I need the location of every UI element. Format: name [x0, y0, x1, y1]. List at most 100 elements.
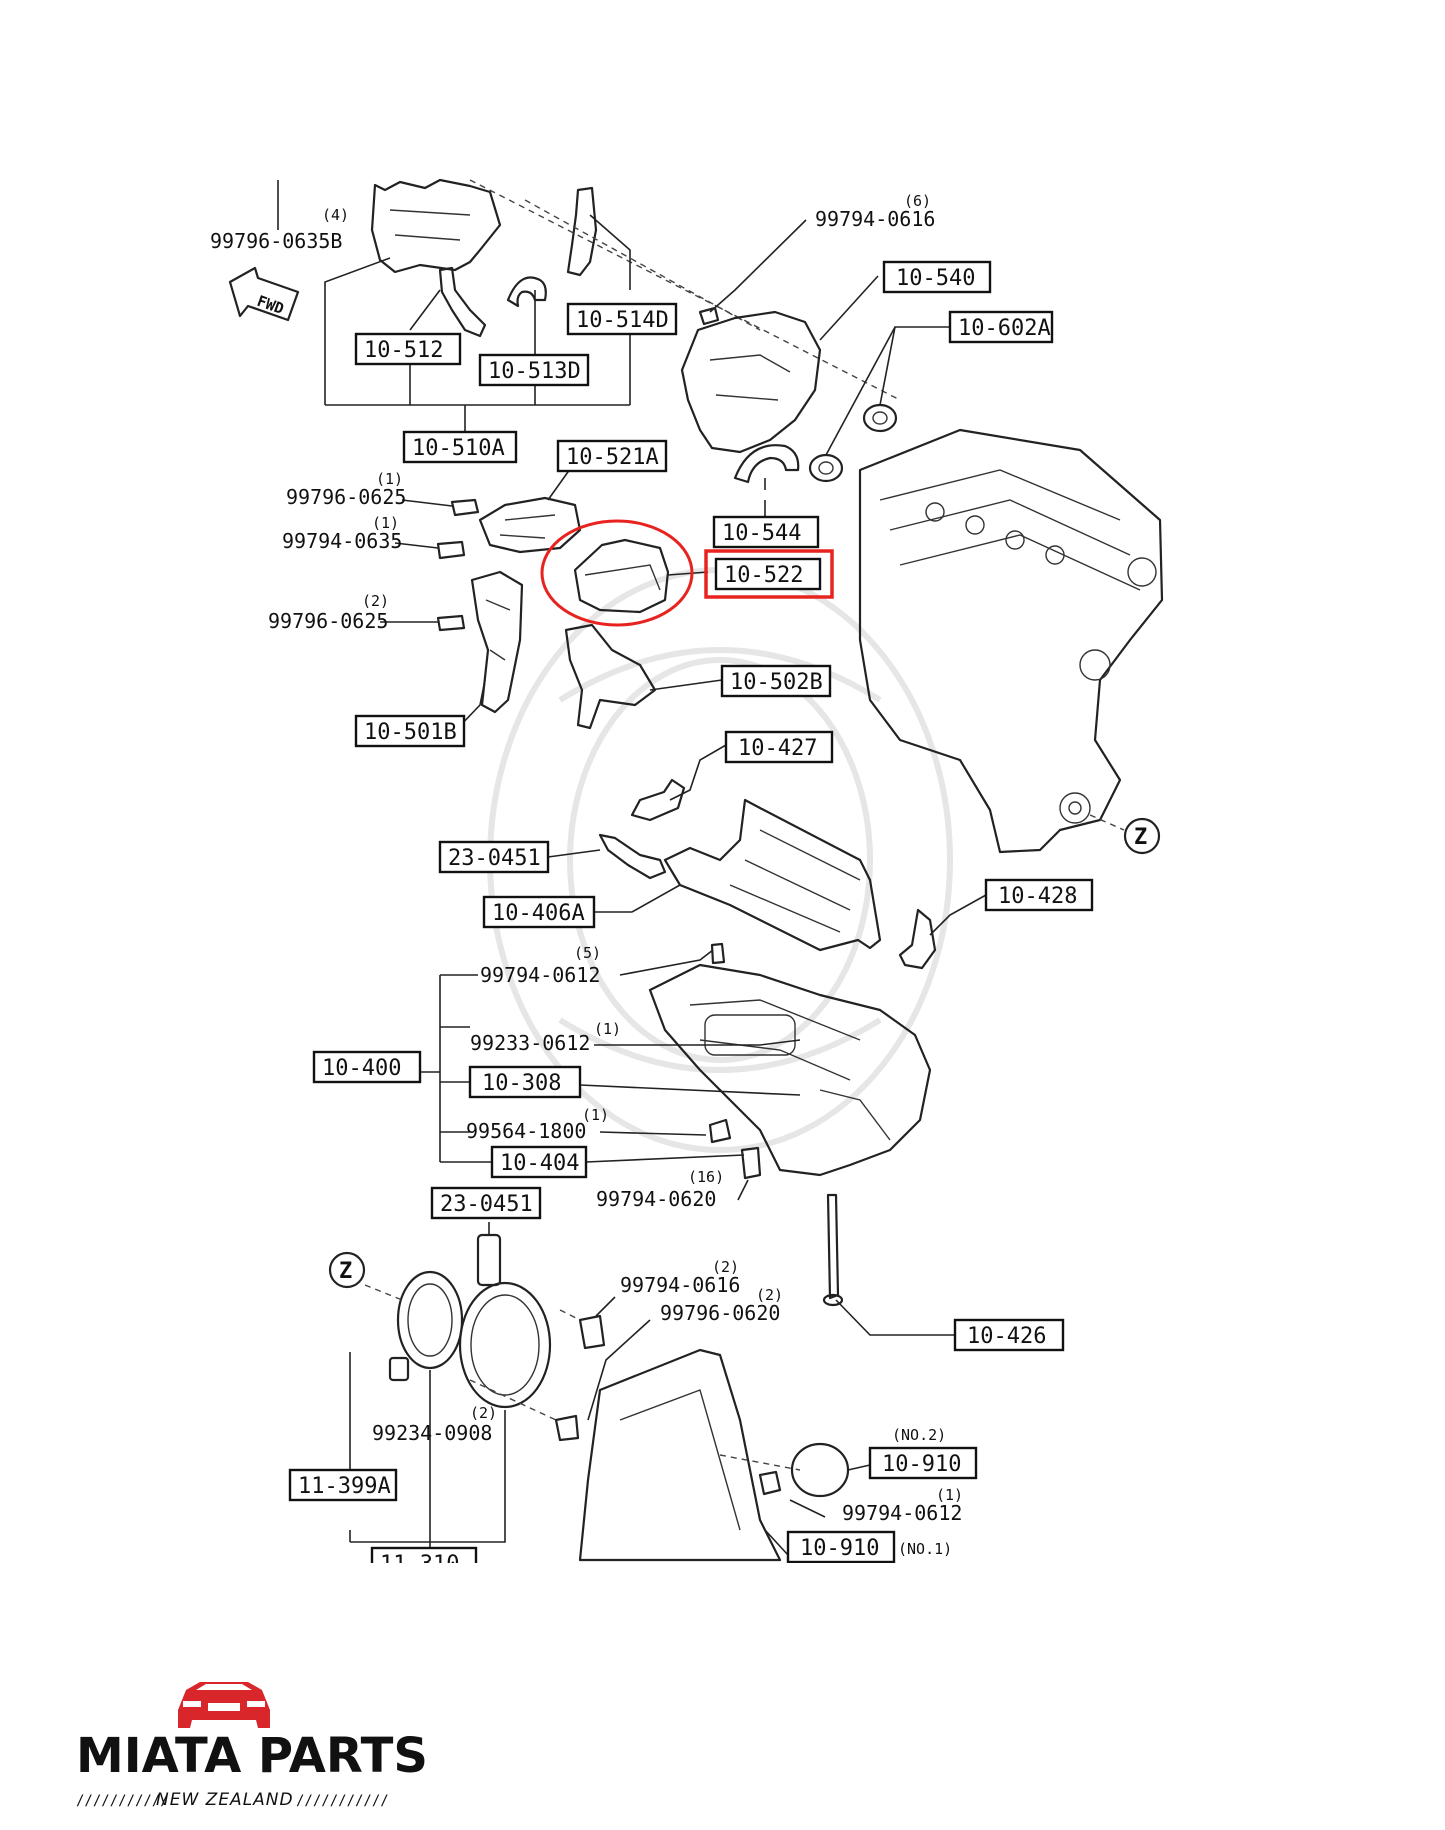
fwd-arrow: FWD	[228, 266, 300, 322]
brand-title: MIATA PARTS	[76, 1728, 428, 1784]
label-10-427: 10-427	[738, 736, 817, 761]
note-10-910-no2: (NO.2)	[892, 1426, 946, 1444]
qty-99794-0612-b: (1)	[936, 1486, 963, 1504]
qty-99233-0612: (1)	[594, 1020, 621, 1038]
label-10-544: 10-544	[722, 521, 801, 546]
seal-10-513d	[506, 276, 547, 308]
box-10-513d[interactable]: 10-513D	[478, 353, 590, 387]
cover-10-521a	[478, 496, 582, 554]
qty-99794-0635: (1)	[372, 514, 399, 532]
label-10-910-no1: 10-910	[800, 1536, 879, 1561]
svg-text:Z: Z	[339, 1259, 352, 1284]
label-10-426: 10-426	[967, 1324, 1046, 1349]
part-99233-0612[interactable]: 99233-0612	[470, 1031, 590, 1055]
label-10-400: 10-400	[322, 1056, 401, 1081]
part-99794-0612-a[interactable]: 99794-0612	[480, 963, 600, 987]
part-99234-0908[interactable]: 99234-0908	[372, 1421, 492, 1445]
part-99796-0625-b[interactable]: 99796-0625	[268, 609, 388, 633]
svg-text:Z: Z	[1134, 825, 1147, 850]
oil-seal-10-602a-2	[808, 453, 844, 483]
part-99796-0635b[interactable]: 99796-0635B	[210, 229, 342, 253]
cover-plate-10-910-no2	[790, 1442, 850, 1498]
part-99794-0616-b[interactable]: 99794-0616	[620, 1273, 740, 1297]
bolt-10-426	[826, 1193, 840, 1300]
z-marker-bottom: Z	[328, 1251, 366, 1289]
box-10-910-no1[interactable]: 10-910	[786, 1530, 896, 1564]
qty-99794-0620: (16)	[688, 1168, 724, 1186]
oil-pan-10-400	[648, 963, 932, 1177]
qty-99796-0635b: (4)	[322, 206, 349, 224]
box-10-540[interactable]: 10-540	[882, 260, 992, 294]
diagram-bottom-mask	[270, 1563, 1010, 1623]
label-23-0451-b: 23-0451	[440, 1192, 533, 1217]
box-10-308[interactable]: 10-308	[468, 1065, 582, 1099]
engine-block	[858, 428, 1164, 854]
label-10-501b: 10-501B	[364, 720, 457, 745]
qty-99796-0625-b: (2)	[362, 592, 389, 610]
label-10-540: 10-540	[896, 266, 975, 291]
leader-lines	[277, 180, 987, 1560]
timing-cover-gasket-10-522	[573, 538, 670, 614]
bracket-10-512	[438, 266, 487, 338]
box-10-502b[interactable]: 10-502B	[720, 664, 832, 698]
part-99794-0635[interactable]: 99794-0635	[282, 529, 402, 553]
qty-99794-0616-b: (2)	[712, 1258, 739, 1276]
label-10-514d: 10-514D	[576, 308, 669, 333]
part-99796-0625-a[interactable]: 99796-0625	[286, 485, 406, 509]
highlight-10-522	[540, 519, 834, 627]
fwd-label: FWD	[255, 292, 287, 318]
box-10-910-no2[interactable]: 10-910	[868, 1446, 978, 1480]
box-10-521a[interactable]: 10-521A	[556, 439, 668, 473]
rear-oil-seal-11-399a	[396, 1270, 464, 1370]
box-23-0451-b[interactable]: 23-0451	[430, 1186, 542, 1220]
label-10-521a: 10-521A	[566, 445, 659, 470]
brand-hatch-right: ///////////	[296, 1793, 389, 1809]
qty-99564-1800: (1)	[582, 1106, 609, 1124]
label-11-399a: 11-399A	[298, 1474, 391, 1499]
timing-belt-cover-top	[370, 178, 502, 274]
box-10-428[interactable]: 10-428	[984, 878, 1094, 912]
box-10-544[interactable]: 10-544	[712, 515, 820, 549]
part-99794-0620[interactable]: 99794-0620	[596, 1187, 716, 1211]
box-10-514d[interactable]: 10-514D	[566, 302, 678, 336]
box-10-427[interactable]: 10-427	[724, 730, 834, 764]
brand-logo[interactable]: MIATA PARTS /////////// NEW ZEALAND ////…	[76, 1682, 428, 1810]
box-10-602a[interactable]: 10-602A	[948, 310, 1054, 344]
timing-cover-section	[370, 178, 901, 822]
z-marker-top: Z	[1089, 814, 1161, 855]
car-icon	[178, 1682, 270, 1728]
box-10-426[interactable]: 10-426	[953, 1318, 1065, 1352]
qty-99796-0620: (2)	[756, 1286, 783, 1304]
part-99794-0612-b[interactable]: 99794-0612	[842, 1501, 962, 1525]
label-10-513d: 10-513D	[488, 359, 581, 384]
baffle-plate-10-406a	[663, 798, 882, 952]
part-99796-0620[interactable]: 99796-0620	[660, 1301, 780, 1325]
label-10-510a: 10-510A	[412, 436, 505, 461]
box-10-400[interactable]: 10-400	[312, 1050, 422, 1084]
label-10-602a: 10-602A	[958, 316, 1051, 341]
label-10-404: 10-404	[500, 1151, 579, 1176]
label-10-502b: 10-502B	[730, 670, 823, 695]
note-10-910-no1: (NO.1)	[898, 1540, 952, 1558]
label-23-0451-a: 23-0451	[448, 846, 541, 871]
label-10-522: 10-522	[724, 563, 803, 588]
label-10-428: 10-428	[998, 884, 1077, 909]
box-10-522[interactable]: 10-522	[714, 557, 822, 591]
box-10-510a[interactable]: 10-510A	[402, 430, 518, 464]
oil-seal-10-602a-1	[862, 403, 898, 433]
label-10-308: 10-308	[482, 1071, 561, 1096]
box-11-399a[interactable]: 11-399A	[288, 1468, 398, 1502]
gasket-10-427	[630, 778, 686, 822]
part-99794-0616-top[interactable]: 99794-0616	[815, 207, 935, 231]
rear-seal-section	[364, 1193, 850, 1562]
gasket-23-0451-a	[598, 833, 667, 880]
lower-cover-10-501b	[470, 570, 524, 714]
box-10-404[interactable]: 10-404	[490, 1145, 588, 1179]
box-10-406a[interactable]: 10-406A	[482, 895, 596, 929]
box-10-512[interactable]: 10-512	[354, 332, 462, 366]
part-99564-1800[interactable]: 99564-1800	[466, 1119, 586, 1143]
box-10-501b[interactable]: 10-501B	[354, 714, 466, 748]
qty-99234-0908: (2)	[470, 1404, 497, 1422]
box-23-0451-a[interactable]: 23-0451	[438, 840, 550, 874]
